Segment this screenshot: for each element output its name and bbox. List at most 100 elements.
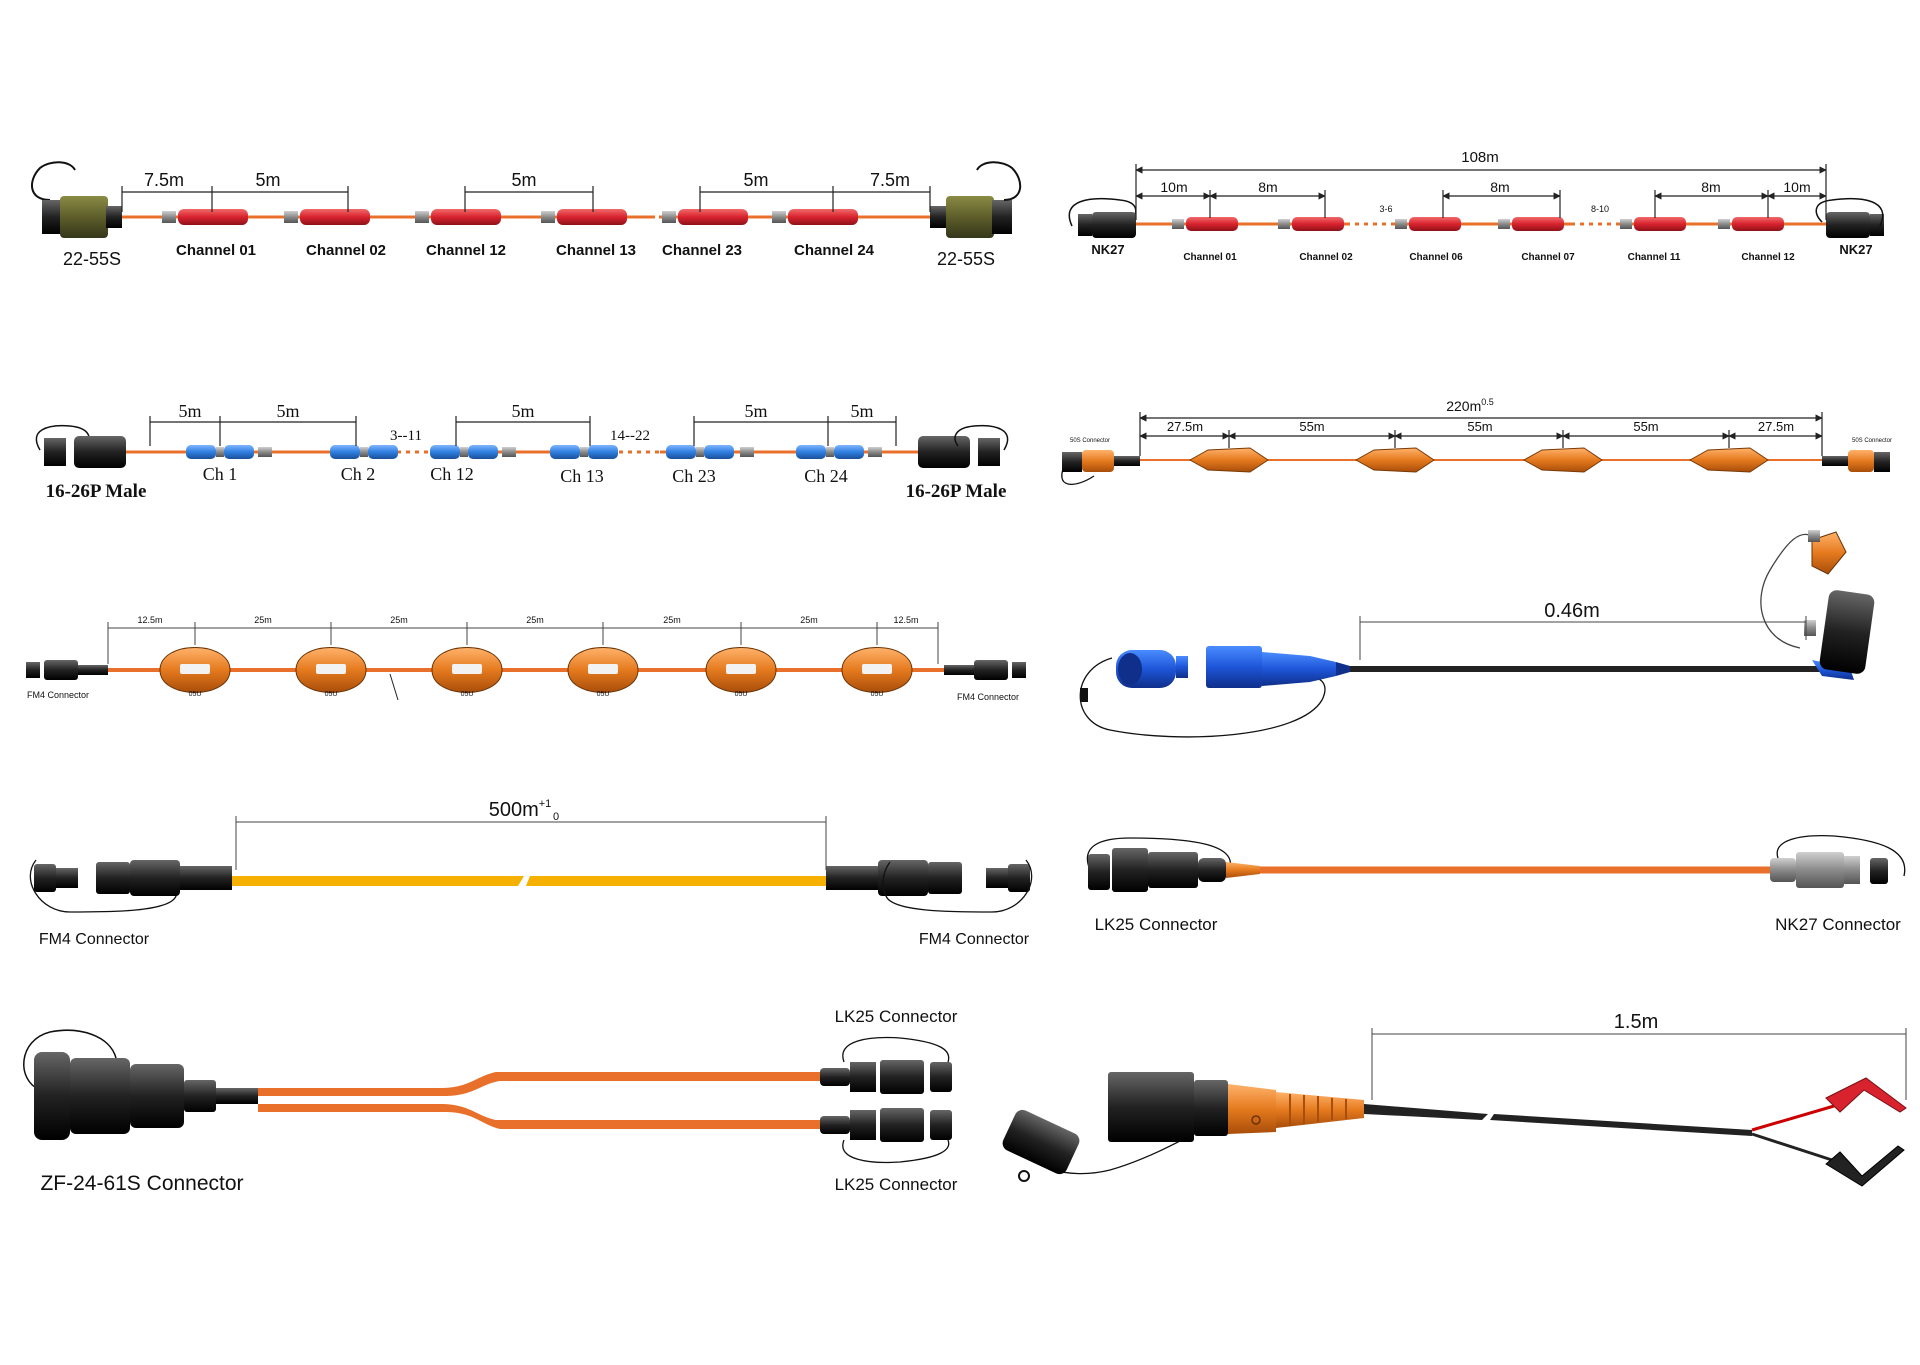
dim-label: 5m bbox=[511, 170, 536, 190]
gap-label: 3--11 bbox=[390, 428, 422, 444]
gap-label: 3-6 bbox=[1379, 204, 1392, 214]
branch-label-top: LK25 Connector bbox=[835, 1007, 958, 1026]
dim-label: 5m bbox=[178, 401, 201, 421]
dim-label: 55m bbox=[1467, 419, 1492, 434]
channel-label: Channel 07 bbox=[1521, 252, 1575, 263]
channel-label: Ch 2 bbox=[341, 464, 376, 484]
total-length-label: 220m0.5 bbox=[1446, 397, 1494, 414]
diagram-clamp-cable-15m: 1.5m bbox=[1002, 1011, 1907, 1187]
gap-label: 8-10 bbox=[1591, 204, 1609, 214]
end-label-right: NK27 bbox=[1839, 242, 1872, 257]
diagram-nk27-channel-cable: 108m 10m 8m 8m 8m 10m 3-6 8-10 NK27 NK27… bbox=[1068, 149, 1884, 263]
tolerance-upper: +1 bbox=[539, 798, 552, 810]
diagram-blue-connector-cable-046m: 0.46m bbox=[1079, 530, 1875, 738]
dim-label: 10m bbox=[1160, 179, 1187, 195]
channel-label: Channel 24 bbox=[794, 242, 875, 259]
dim-label: 5m bbox=[511, 401, 534, 421]
dim-label: 25m bbox=[254, 615, 272, 625]
dim-label: 27.5m bbox=[1758, 419, 1794, 434]
total-length-value: 220m bbox=[1446, 398, 1481, 414]
dim-label: 10m bbox=[1783, 179, 1810, 195]
channel-label: Ch 24 bbox=[804, 466, 848, 486]
diagram-fm4-yellow-cable-500m: 500m+1 0 FM4 Connector FM4 Connector bbox=[29, 798, 1033, 948]
connector-22-55s-right bbox=[930, 161, 1022, 238]
diagram-16-26p-channel-cable: 5m 5m 5m 5m 5m 3--11 14--22 Ch 1 Ch 2 Ch… bbox=[35, 401, 1009, 502]
node-label: 05U bbox=[325, 691, 338, 698]
end-label-right: 50S Connector bbox=[1852, 438, 1892, 444]
dim-label: 27.5m bbox=[1167, 419, 1203, 434]
channel-label: Channel 02 bbox=[306, 242, 386, 259]
end-label-right: NK27 Connector bbox=[1775, 915, 1901, 934]
dim-label: 25m bbox=[526, 615, 544, 625]
diagram-fm4-node-cable: 12.5m 25m 25m 25m 25m 25m 12.5m 05U 05U … bbox=[26, 615, 1026, 702]
channel-label: Channel 11 bbox=[1628, 252, 1681, 263]
channel-label: Ch 23 bbox=[672, 466, 716, 486]
channel-connectors-red bbox=[162, 209, 858, 225]
connector-22-55s-left bbox=[31, 161, 122, 238]
channel-label: Channel 13 bbox=[556, 242, 636, 259]
channel-label: Channel 01 bbox=[176, 242, 256, 259]
channel-label: Channel 01 bbox=[1183, 252, 1237, 263]
end-label-right: FM4 Connector bbox=[957, 692, 1019, 702]
total-length-tolerance: 0.5 bbox=[1481, 397, 1494, 407]
end-label-left: 50S Connector bbox=[1070, 438, 1110, 444]
end-label-left: 22-55S bbox=[63, 249, 121, 269]
dim-label: 55m bbox=[1633, 419, 1658, 434]
tolerance-lower: 0 bbox=[553, 811, 559, 823]
dim-label: 5m bbox=[276, 401, 299, 421]
end-label-left: LK25 Connector bbox=[1095, 915, 1218, 934]
dim-label: 5m bbox=[850, 401, 873, 421]
end-label-right: 16-26P Male bbox=[906, 481, 1007, 502]
main-connector-label: ZF-24-61S Connector bbox=[40, 1172, 243, 1195]
channel-label: Channel 12 bbox=[1741, 252, 1795, 263]
length-label: 1.5m bbox=[1614, 1011, 1658, 1033]
channel-label: Ch 1 bbox=[203, 464, 238, 484]
dim-label: 8m bbox=[1490, 179, 1509, 195]
channel-label: Ch 13 bbox=[560, 466, 604, 486]
node-label: 05U bbox=[597, 691, 610, 698]
branch-label-bottom: LK25 Connector bbox=[835, 1175, 958, 1194]
end-label-right: FM4 Connector bbox=[919, 931, 1030, 948]
end-label-left: 16-26P Male bbox=[46, 481, 147, 502]
length-label: 0.46m bbox=[1544, 600, 1600, 622]
node-housings bbox=[1188, 447, 1769, 473]
dim-label: 8m bbox=[1258, 179, 1277, 195]
dim-label: 55m bbox=[1299, 419, 1324, 434]
channel-connectors-red bbox=[1172, 217, 1784, 231]
dim-label: 12.5m bbox=[137, 615, 162, 625]
node-housings bbox=[159, 647, 913, 693]
channel-label: Channel 06 bbox=[1409, 252, 1463, 263]
dim-label: 25m bbox=[663, 615, 681, 625]
length-value: 500m bbox=[489, 799, 539, 821]
end-label-left: NK27 bbox=[1091, 242, 1124, 257]
total-length-label: 108m bbox=[1461, 149, 1499, 166]
dim-label: 25m bbox=[390, 615, 408, 625]
channel-label: Channel 12 bbox=[426, 242, 506, 259]
node-label: 05U bbox=[871, 691, 884, 698]
diagram-lk25-to-nk27-cable: LK25 Connector NK27 Connector bbox=[1086, 834, 1906, 934]
channel-label: Ch 12 bbox=[430, 464, 474, 484]
dim-label: 8m bbox=[1701, 179, 1720, 195]
dim-label: 12.5m bbox=[893, 615, 918, 625]
node-label: 05U bbox=[735, 691, 748, 698]
dim-label: 5m bbox=[743, 170, 768, 190]
dim-label: 25m bbox=[800, 615, 818, 625]
end-label-right: 22-55S bbox=[937, 249, 995, 269]
dim-label: 7.5m bbox=[144, 170, 184, 190]
channel-connectors-blue bbox=[186, 445, 882, 459]
node-label: 05U bbox=[189, 691, 202, 698]
gap-label: 14--22 bbox=[610, 428, 650, 444]
end-label-left: FM4 Connector bbox=[27, 690, 89, 700]
length-label: 500m+1 bbox=[489, 798, 552, 821]
node-label: 05U bbox=[461, 691, 474, 698]
end-label-left: FM4 Connector bbox=[39, 931, 150, 948]
channel-label: Channel 02 bbox=[1299, 252, 1353, 263]
channel-label: Channel 23 bbox=[662, 242, 742, 259]
diagram-50s-node-cable-220m: 220m0.5 27.5m 55m 55m 55m 27.5m 50S Conn… bbox=[1061, 397, 1892, 485]
dim-label: 7.5m bbox=[870, 170, 910, 190]
dim-label: 5m bbox=[744, 401, 767, 421]
dim-label: 5m bbox=[255, 170, 280, 190]
diagram-zf-24-61s-y-cable: ZF-24-61S Connector LK25 Connector LK25 … bbox=[23, 1007, 958, 1195]
diagram-22-55s-channel-cable: 7.5m 5m 5m 5m 7.5m 22-55S 22-55S Channel… bbox=[31, 161, 1022, 269]
